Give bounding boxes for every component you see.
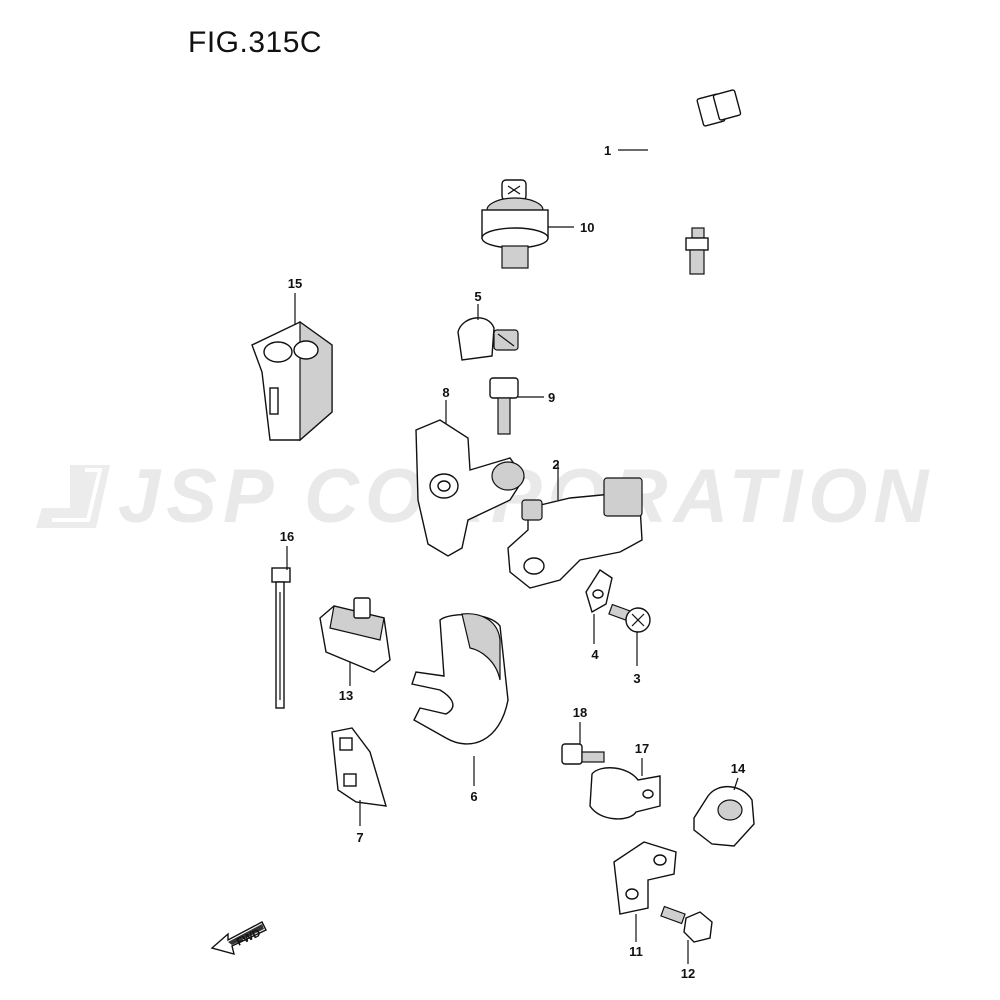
part-2-sensor-body[interactable] [507,477,643,589]
part-13-holder[interactable] [319,597,391,673]
callout-labels: 1 2 3 4 5 6 7 8 9 10 11 12 13 14 15 16 1… [280,143,746,981]
fwd-arrow-icon: FWD [210,921,267,955]
callout-11[interactable]: 11 [629,944,643,959]
callout-5[interactable]: 5 [474,289,481,304]
callout-14[interactable]: 14 [731,761,746,776]
part-7-plate[interactable] [331,727,387,807]
callout-17[interactable]: 17 [635,741,649,756]
callout-1[interactable]: 1 [604,143,611,158]
watermark-text: JSP CORPORATION [118,454,934,539]
callout-16[interactable]: 16 [280,529,294,544]
part-16-cable-tie[interactable] [271,567,291,709]
callout-3[interactable]: 3 [633,671,640,686]
callout-10[interactable]: 10 [580,220,594,235]
part-4-small-bracket[interactable] [585,569,613,614]
leader-lines [286,149,739,964]
callout-9[interactable]: 9 [548,390,555,405]
part-8-bracket[interactable] [415,419,525,557]
part-9-bolt[interactable] [489,377,519,435]
watermark: JSP CORPORATION [36,454,934,539]
figure-title: FIG.315C [188,26,323,59]
part-17-clamp[interactable] [589,767,661,820]
callout-15[interactable]: 15 [288,276,302,291]
callout-13[interactable]: 13 [339,688,353,703]
part-1-sensor-wire[interactable] [646,89,742,275]
part-12-bolt[interactable] [660,905,713,943]
part-14-clip[interactable] [693,786,755,847]
part-5-sensor-cap[interactable] [457,317,519,361]
callout-8[interactable]: 8 [442,385,449,400]
part-11-bracket[interactable] [613,841,677,915]
callout-18[interactable]: 18 [573,705,587,720]
part-10-pressure-switch[interactable] [481,179,549,269]
part-6-clamp-band[interactable] [411,613,509,745]
callout-7[interactable]: 7 [356,830,363,845]
callout-4[interactable]: 4 [591,647,599,662]
part-15-cover[interactable] [251,320,333,442]
callout-12[interactable]: 12 [681,966,695,981]
callout-2[interactable]: 2 [552,457,559,472]
callout-6[interactable]: 6 [470,789,477,804]
fwd-label: FWD [235,927,263,948]
part-18-bolt[interactable] [561,743,605,765]
part-3-screw[interactable] [608,603,651,633]
